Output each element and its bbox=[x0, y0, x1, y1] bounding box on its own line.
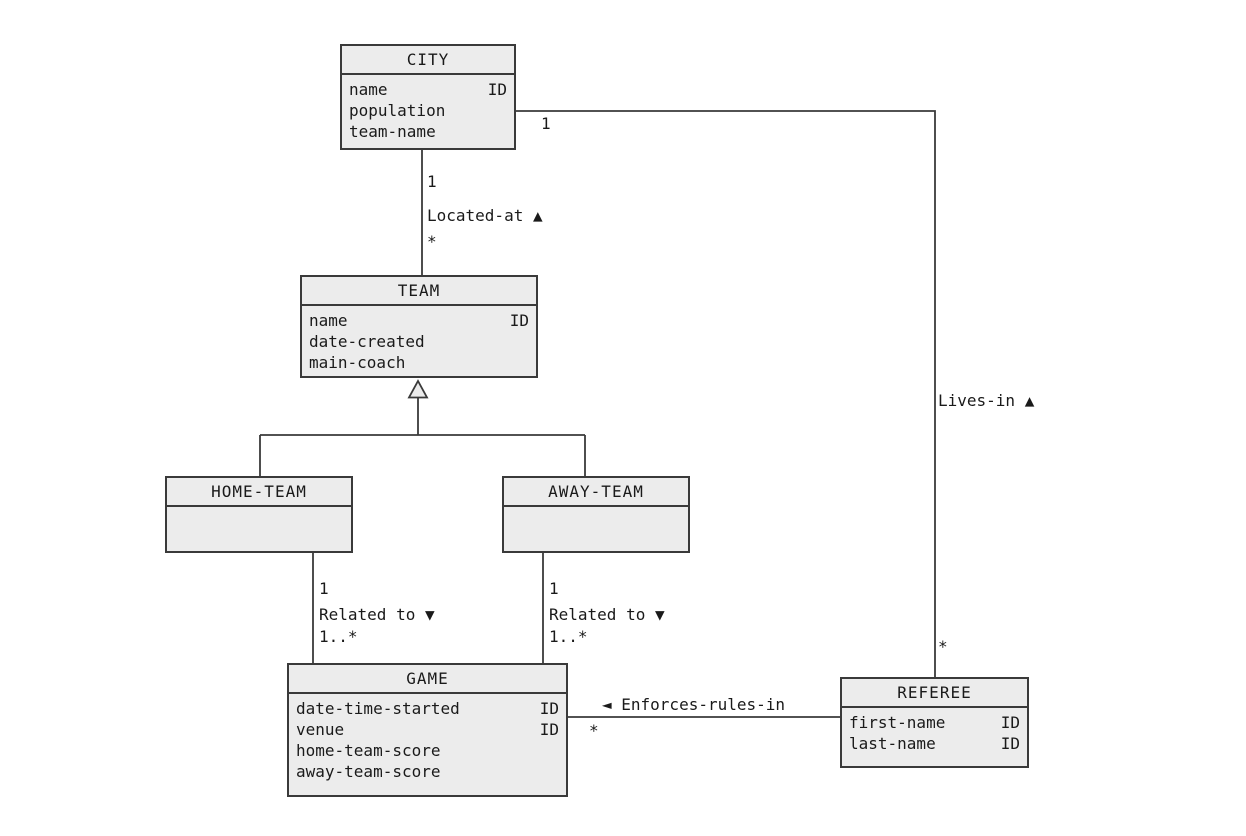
attribute-row: main-coach bbox=[309, 352, 529, 373]
attribute-row: name ID bbox=[349, 79, 507, 100]
attribute-name: name bbox=[349, 80, 388, 99]
entity-city: CITY name ID population team-name bbox=[340, 44, 516, 150]
attribute-name: home-team-score bbox=[296, 741, 441, 760]
entity-referee: REFEREE first-name ID last-name ID bbox=[840, 677, 1029, 768]
attribute-name: date-created bbox=[309, 332, 425, 351]
attribute-name: away-team-score bbox=[296, 762, 441, 781]
attribute-row: population bbox=[349, 100, 507, 121]
connector-lives-in bbox=[516, 110, 936, 677]
attribute-name: date-time-started bbox=[296, 699, 460, 718]
entity-city-title: CITY bbox=[342, 46, 514, 75]
connector-generalization bbox=[259, 398, 586, 476]
entity-city-attributes: name ID population team-name bbox=[342, 75, 514, 142]
entity-home-team-title: HOME-TEAM bbox=[167, 478, 351, 507]
attribute-row: home-team-score bbox=[296, 740, 559, 761]
cardinality-enforces-rules-in-game: * bbox=[589, 721, 599, 740]
attribute-name: last-name bbox=[849, 734, 936, 753]
entity-away-team-title: AWAY-TEAM bbox=[504, 478, 688, 507]
entity-team: TEAM name ID date-created main-coach bbox=[300, 275, 538, 378]
entity-home-team-attributes bbox=[167, 507, 351, 511]
cardinality-lives-in-city: 1 bbox=[541, 114, 551, 133]
attribute-row: date-created bbox=[309, 331, 529, 352]
attribute-name: population bbox=[349, 101, 446, 120]
attribute-id-tag: ID bbox=[509, 311, 529, 330]
attribute-name: name bbox=[309, 311, 348, 330]
attribute-id-tag: ID bbox=[487, 80, 507, 99]
entity-referee-attributes: first-name ID last-name ID bbox=[842, 708, 1027, 754]
entity-game: GAME date-time-started ID venue ID home-… bbox=[287, 663, 568, 797]
cardinality-related-to-away-game: 1..* bbox=[549, 627, 588, 646]
attribute-row: first-name ID bbox=[849, 712, 1020, 733]
attribute-row: name ID bbox=[309, 310, 529, 331]
attribute-row: team-name bbox=[349, 121, 507, 142]
generalization-triangle-icon bbox=[407, 379, 429, 399]
entity-referee-title: REFEREE bbox=[842, 679, 1027, 708]
entity-away-team: AWAY-TEAM bbox=[502, 476, 690, 553]
cardinality-located-at-city: 1 bbox=[427, 172, 437, 191]
entity-away-team-attributes bbox=[504, 507, 688, 511]
cardinality-related-to-home-team: 1 bbox=[319, 579, 329, 598]
cardinality-related-to-home-game: 1..* bbox=[319, 627, 358, 646]
cardinality-located-at-team: * bbox=[427, 232, 437, 251]
cardinality-lives-in-referee: * bbox=[938, 637, 948, 656]
relationship-label-related-to-home: Related to ▼ bbox=[319, 605, 435, 624]
entity-game-attributes: date-time-started ID venue ID home-team-… bbox=[289, 694, 566, 782]
attribute-name: main-coach bbox=[309, 353, 406, 372]
attribute-row: date-time-started ID bbox=[296, 698, 559, 719]
relationship-label-enforces-rules-in: ◄ Enforces-rules-in bbox=[602, 695, 786, 714]
entity-game-title: GAME bbox=[289, 665, 566, 694]
attribute-id-tag: ID bbox=[1000, 734, 1020, 753]
attribute-name: first-name bbox=[849, 713, 946, 732]
attribute-row: last-name ID bbox=[849, 733, 1020, 754]
attribute-id-tag: ID bbox=[1000, 713, 1020, 732]
entity-team-attributes: name ID date-created main-coach bbox=[302, 306, 536, 373]
attribute-name: venue bbox=[296, 720, 345, 739]
attribute-id-tag: ID bbox=[539, 699, 559, 718]
cardinality-related-to-away-team: 1 bbox=[549, 579, 559, 598]
entity-home-team: HOME-TEAM bbox=[165, 476, 353, 553]
attribute-row: venue ID bbox=[296, 719, 559, 740]
attribute-id-tag: ID bbox=[539, 720, 559, 739]
attribute-name: team-name bbox=[349, 122, 436, 141]
entity-team-title: TEAM bbox=[302, 277, 536, 306]
relationship-label-related-to-away: Related to ▼ bbox=[549, 605, 665, 624]
relationship-label-located-at: Located-at ▲ bbox=[427, 206, 543, 225]
relationship-label-lives-in: Lives-in ▲ bbox=[938, 391, 1035, 410]
attribute-row: away-team-score bbox=[296, 761, 559, 782]
